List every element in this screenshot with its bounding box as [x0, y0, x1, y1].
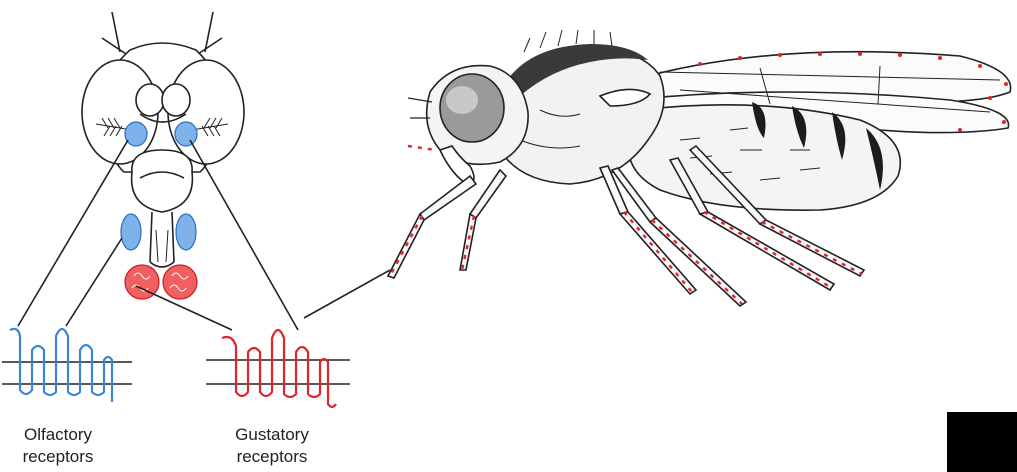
olfactory-antenna-right [175, 122, 197, 146]
olfactory-receptor-chain [10, 329, 112, 402]
gustatory-receptor-chain [222, 330, 336, 407]
fly-side-view [388, 30, 1011, 306]
gustatory-label-line1: Gustatory [216, 424, 328, 446]
olfactory-receptor-diagram [2, 329, 132, 402]
gustatory-receptor-diagram [206, 330, 350, 407]
olfactory-palp-right [176, 214, 196, 250]
gustatory-labellum-markers [125, 265, 197, 299]
labellum-right-lobe [163, 265, 197, 299]
olfactory-palp-left [121, 214, 141, 250]
fly-head-front-view [82, 12, 244, 267]
olfactory-receptors-label: Olfactory receptors [2, 424, 114, 468]
olfactory-label-line2: receptors [2, 446, 114, 468]
olfactory-antenna-left [125, 122, 147, 146]
gustatory-receptors-label: Gustatory receptors [216, 424, 328, 468]
black-corner-block [947, 412, 1017, 472]
gustatory-label-line2: receptors [216, 446, 328, 468]
olfactory-label-line1: Olfactory [2, 424, 114, 446]
